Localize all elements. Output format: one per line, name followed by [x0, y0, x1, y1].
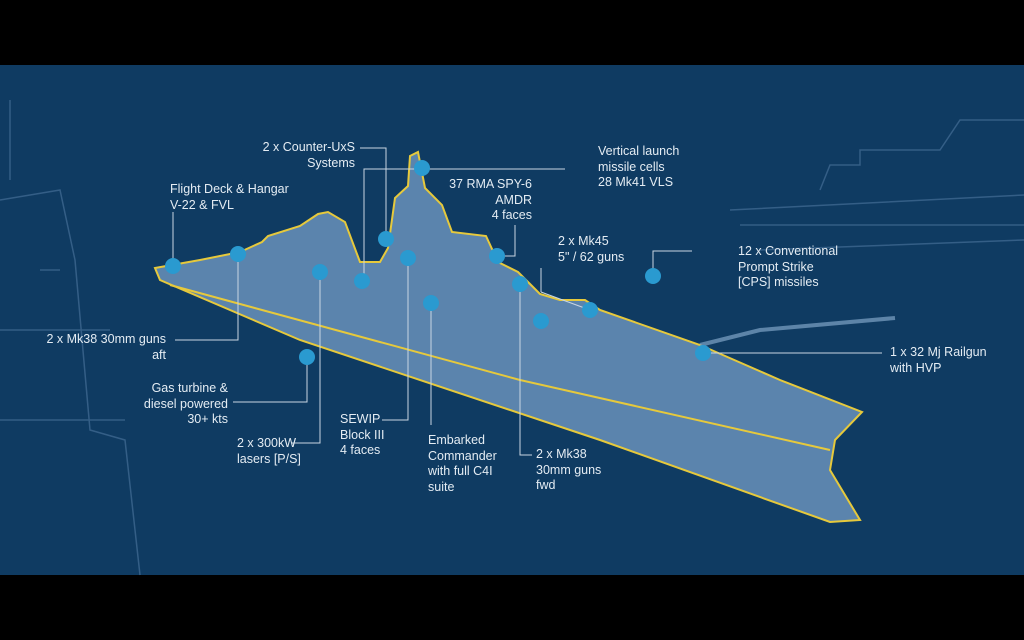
label-line: 5" / 62 guns	[558, 249, 625, 264]
marker-counter-uxs-1[interactable]	[354, 273, 370, 289]
label-line: Vertical launch	[598, 144, 680, 158]
marker-vls[interactable]	[414, 160, 430, 176]
label-counter-uxs: 2 x Counter-UxS Systems	[235, 140, 355, 171]
label-line: Commander	[428, 448, 497, 463]
leader-lines	[172, 147, 882, 456]
label-line: 2 x Mk45	[558, 234, 609, 248]
marker-mk45-2[interactable]	[582, 302, 598, 318]
label-line: Embarked	[428, 433, 485, 447]
label-line: missile cells	[598, 159, 665, 174]
marker-sewip[interactable]	[400, 250, 416, 266]
label-line: with full C4I	[428, 464, 493, 478]
label-lasers: 2 x 300kW lasers [P/S]	[237, 436, 301, 467]
label-mk38-aft: 2 x Mk38 30mm guns aft	[10, 332, 167, 363]
label-propulsion: Gas turbine & diesel powered 30+ kts	[110, 381, 228, 428]
label-line: AMDR	[495, 192, 532, 207]
label-line: V-22 & FVL	[170, 197, 234, 212]
label-line: 1 x 32 Mj Railgun	[890, 345, 987, 359]
label-cps: 12 x Conventional Prompt Strike [CPS] mi…	[738, 244, 838, 291]
label-line: 4 faces	[491, 208, 532, 222]
label-sewip: SEWIP Block III 4 faces	[340, 412, 384, 459]
label-line: Systems	[307, 155, 355, 170]
marker-mk45-1[interactable]	[533, 313, 549, 329]
railgun-barrel	[699, 316, 896, 347]
label-line: diesel powered	[143, 396, 228, 411]
marker-counter-uxs-2[interactable]	[378, 231, 394, 247]
label-line: SEWIP	[340, 412, 381, 426]
callout-markers	[165, 160, 711, 365]
label-line: 28 Mk41 VLS	[598, 175, 674, 189]
label-line: 2 x Counter-UxS	[262, 140, 355, 154]
label-spy6: 37 RMA SPY-6 AMDR 4 faces	[417, 177, 532, 224]
label-line: lasers [P/S]	[237, 451, 301, 466]
label-line: fwd	[536, 478, 556, 492]
label-line: 4 faces	[340, 443, 381, 457]
label-line: Flight Deck & Hangar	[170, 182, 289, 196]
marker-commander[interactable]	[423, 295, 439, 311]
ship-hull	[153, 150, 864, 524]
label-line: with HVP	[890, 360, 942, 375]
marker-cps[interactable]	[645, 268, 661, 284]
label-line: 37 RMA SPY-6	[449, 177, 532, 191]
marker-mk38-aft[interactable]	[230, 246, 246, 262]
marker-mk38-fwd[interactable]	[512, 276, 528, 292]
label-line: 2 x Mk38 30mm guns	[46, 332, 167, 346]
label-line: 30mm guns	[536, 462, 602, 477]
label-railgun: 1 x 32 Mj Railgun with HVP	[890, 345, 987, 376]
background-ship-outlines	[0, 100, 1024, 576]
label-line: 2 x Mk38	[536, 447, 587, 461]
label-line: Prompt Strike	[738, 259, 814, 274]
label-vls: Vertical launch missile cells 28 Mk41 VL…	[598, 144, 679, 191]
marker-lasers[interactable]	[312, 264, 328, 280]
marker-spy6[interactable]	[489, 248, 505, 264]
label-flight-deck: Flight Deck & Hangar V-22 & FVL	[170, 182, 289, 213]
marker-flight-deck[interactable]	[165, 258, 181, 274]
label-line: suite	[428, 479, 455, 494]
label-line: 30+ kts	[187, 412, 228, 426]
label-mk45: 2 x Mk45 5" / 62 guns	[558, 234, 624, 265]
label-line: Gas turbine &	[151, 381, 228, 395]
label-commander: Embarked Commander with full C4I suite	[428, 433, 497, 495]
marker-propulsion[interactable]	[299, 349, 315, 365]
label-line: 12 x Conventional	[738, 244, 839, 258]
label-mk38-fwd: 2 x Mk38 30mm guns fwd	[536, 447, 601, 494]
label-line: [CPS] missiles	[738, 275, 819, 289]
label-line: 2 x 300kW	[237, 436, 297, 450]
label-line: aft	[152, 347, 166, 362]
marker-railgun[interactable]	[695, 345, 711, 361]
label-line: Block III	[340, 427, 385, 442]
